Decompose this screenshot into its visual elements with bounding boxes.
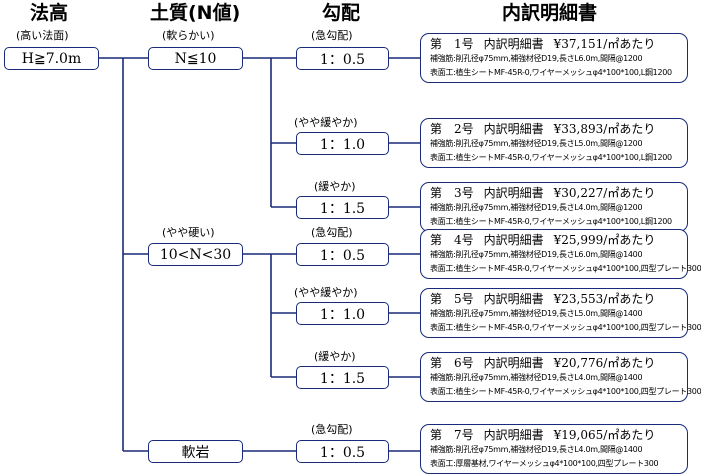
- detail-reinforcement: 補強筋:削孔径φ75mm,補強材径D19,長さL5.0m,間隔@1400: [430, 309, 643, 318]
- soil-caption: (軟らかい): [162, 29, 215, 42]
- gradient-box: 1：1.5: [296, 366, 389, 389]
- gradient-box: 1：0.5: [296, 243, 389, 266]
- detail-surface: 表面工:厚層基材,ワイヤーメッシュφ4*100*100,四型プレート300: [430, 459, 659, 468]
- slope-height-box: H≧7.0m: [4, 47, 99, 70]
- detail-heading: 内訳明細書: [483, 292, 544, 306]
- header-slope-height: 法高: [30, 2, 69, 24]
- detail-reinforcement: 補強筋:削孔径φ75mm,補強材径D19,長さL4.0m,間隔@1400: [430, 373, 643, 382]
- soil-box: 軟岩: [148, 440, 243, 463]
- detail-reinforcement: 補強筋:削孔径φ75mm,補強材径D19,長さL4.0m,間隔@1400: [430, 445, 643, 454]
- detail-box: 第 6号内訳明細書 ¥20,776/㎡あたり 補強筋:削孔径φ75mm,補強材径D…: [420, 352, 701, 402]
- gradient-box: 1：1.0: [296, 302, 389, 325]
- detail-number: 第 6号: [430, 356, 474, 370]
- root-caption: (高い法面): [16, 29, 69, 42]
- detail-surface: 表面工:植生シートMF-45R-0,ワイヤーメッシュφ4*100*100,L鋼1…: [430, 217, 672, 226]
- header-breakdown: 内訳明細書: [502, 2, 598, 24]
- gradient-box: 1：0.5: [296, 47, 389, 70]
- detail-number: 第 3号: [430, 186, 474, 200]
- detail-reinforcement: 補強筋:削孔径φ75mm,補強材径D19,長さL5.0m,間隔@1200: [430, 139, 643, 148]
- detail-reinforcement: 補強筋:削孔径φ75mm,補強材径D19,長さL6.0m,間隔@1400: [430, 250, 643, 259]
- gradient-caption: (やや緩やか): [294, 116, 358, 129]
- detail-box: 第 2号内訳明細書 ¥33,893/㎡あたり 補強筋:削孔径φ75mm,補強材径D…: [420, 118, 688, 168]
- gradient-box: 1：1.0: [296, 132, 389, 155]
- detail-reinforcement: 補強筋:削孔径φ75mm,補強材径D19,長さL6.0m,間隔@1200: [430, 54, 643, 63]
- header-soil: 土質(N値): [150, 2, 241, 24]
- detail-title: 第 3号内訳明細書 ¥30,227/㎡あたり: [430, 185, 687, 201]
- detail-price: ¥19,065/㎡あたり: [553, 428, 656, 442]
- detail-price: ¥33,893/㎡あたり: [553, 122, 656, 136]
- detail-heading: 内訳明細書: [483, 37, 544, 51]
- gradient-box: 1：0.5: [296, 440, 389, 463]
- detail-box: 第 5号内訳明細書 ¥23,553/㎡あたり 補強筋:削孔径φ75mm,補強材径D…: [420, 288, 701, 338]
- gradient-caption: (急勾配): [311, 29, 353, 42]
- detail-price: ¥20,776/㎡あたり: [553, 356, 656, 370]
- detail-title: 第 2号内訳明細書 ¥33,893/㎡あたり: [430, 121, 687, 137]
- detail-price: ¥30,227/㎡あたり: [553, 186, 656, 200]
- header-gradient: 勾配: [322, 2, 361, 24]
- gradient-caption: (やや緩やか): [294, 286, 358, 299]
- detail-box: 第 3号内訳明細書 ¥30,227/㎡あたり 補強筋:削孔径φ75mm,補強材径D…: [420, 182, 688, 232]
- detail-price: ¥23,553/㎡あたり: [553, 292, 656, 306]
- detail-box: 第 1号内訳明細書 ¥37,151/㎡あたり 補強筋:削孔径φ75mm,補強材径D…: [420, 33, 688, 83]
- soil-caption: (やや硬い): [162, 226, 215, 239]
- gradient-caption: (緩やか): [314, 350, 356, 363]
- detail-surface: 表面工:植生シートMF-45R-0,ワイヤーメッシュφ4*100*100,四型プ…: [430, 264, 701, 273]
- gradient-box: 1：1.5: [296, 196, 389, 219]
- detail-number: 第 7号: [430, 428, 474, 442]
- gradient-caption: (緩やか): [314, 180, 356, 193]
- detail-reinforcement: 補強筋:削孔径φ75mm,補強材径D19,長さL4.0m,間隔@1200: [430, 203, 643, 212]
- gradient-caption: (急勾配): [311, 423, 353, 436]
- detail-title: 第 6号内訳明細書 ¥20,776/㎡あたり: [430, 355, 687, 371]
- detail-number: 第 1号: [430, 37, 474, 51]
- detail-box: 第 7号内訳明細書 ¥19,065/㎡あたり 補強筋:削孔径φ75mm,補強材径D…: [420, 424, 688, 474]
- detail-surface: 表面工:植生シートMF-45R-0,ワイヤーメッシュφ4*100*100,L鋼1…: [430, 153, 672, 162]
- detail-title: 第 1号内訳明細書 ¥37,151/㎡あたり: [430, 36, 687, 52]
- detail-price: ¥25,999/㎡あたり: [553, 233, 656, 247]
- detail-title: 第 7号内訳明細書 ¥19,065/㎡あたり: [430, 427, 687, 443]
- detail-heading: 内訳明細書: [483, 122, 544, 136]
- detail-heading: 内訳明細書: [483, 186, 544, 200]
- detail-surface: 表面工:植生シートMF-45R-0,ワイヤーメッシュφ4*100*100,L鋼1…: [430, 68, 672, 77]
- detail-number: 第 4号: [430, 233, 474, 247]
- detail-title: 第 5号内訳明細書 ¥23,553/㎡あたり: [430, 291, 687, 307]
- detail-number: 第 5号: [430, 292, 474, 306]
- detail-price: ¥37,151/㎡あたり: [553, 37, 656, 51]
- detail-heading: 内訳明細書: [483, 428, 544, 442]
- detail-surface: 表面工:植生シートMF-45R-0,ワイヤーメッシュφ4*100*100,四型プ…: [430, 387, 701, 396]
- detail-heading: 内訳明細書: [483, 233, 544, 247]
- detail-title: 第 4号内訳明細書 ¥25,999/㎡あたり: [430, 232, 687, 248]
- detail-box: 第 4号内訳明細書 ¥25,999/㎡あたり 補強筋:削孔径φ75mm,補強材径D…: [420, 229, 701, 279]
- soil-box: N≦10: [148, 47, 243, 70]
- soil-box: 10<N<30: [148, 243, 243, 266]
- detail-surface: 表面工:植生シートMF-45R-0,ワイヤーメッシュφ4*100*100,四型プ…: [430, 323, 701, 332]
- detail-number: 第 2号: [430, 122, 474, 136]
- detail-heading: 内訳明細書: [483, 356, 544, 370]
- gradient-caption: (急勾配): [311, 226, 353, 239]
